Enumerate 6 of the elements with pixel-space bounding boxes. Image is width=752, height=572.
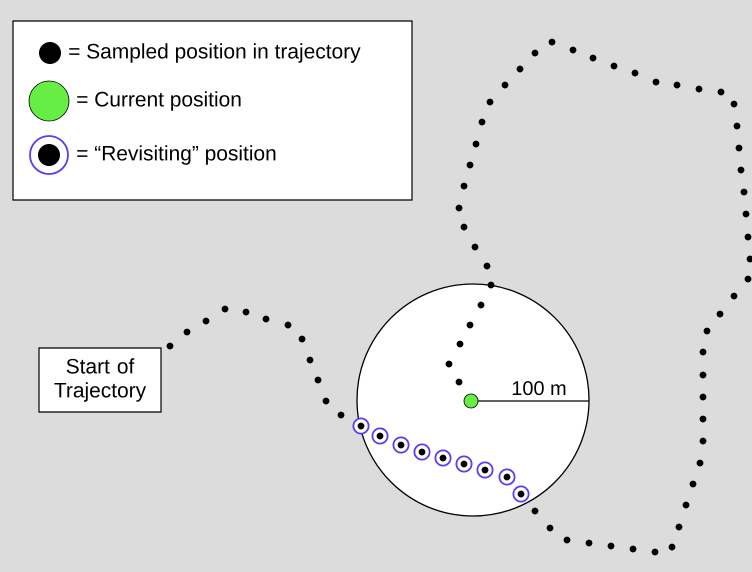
legend-text: = Current position (77, 91, 241, 111)
legend-text: = Sampled position in trajectory (69, 43, 361, 63)
range-circle (356, 283, 590, 517)
distance-label: 100 m (512, 381, 566, 396)
legend-text: = “Revisiting” position (77, 145, 276, 165)
label-box: Start of Trajectory (38, 347, 162, 413)
